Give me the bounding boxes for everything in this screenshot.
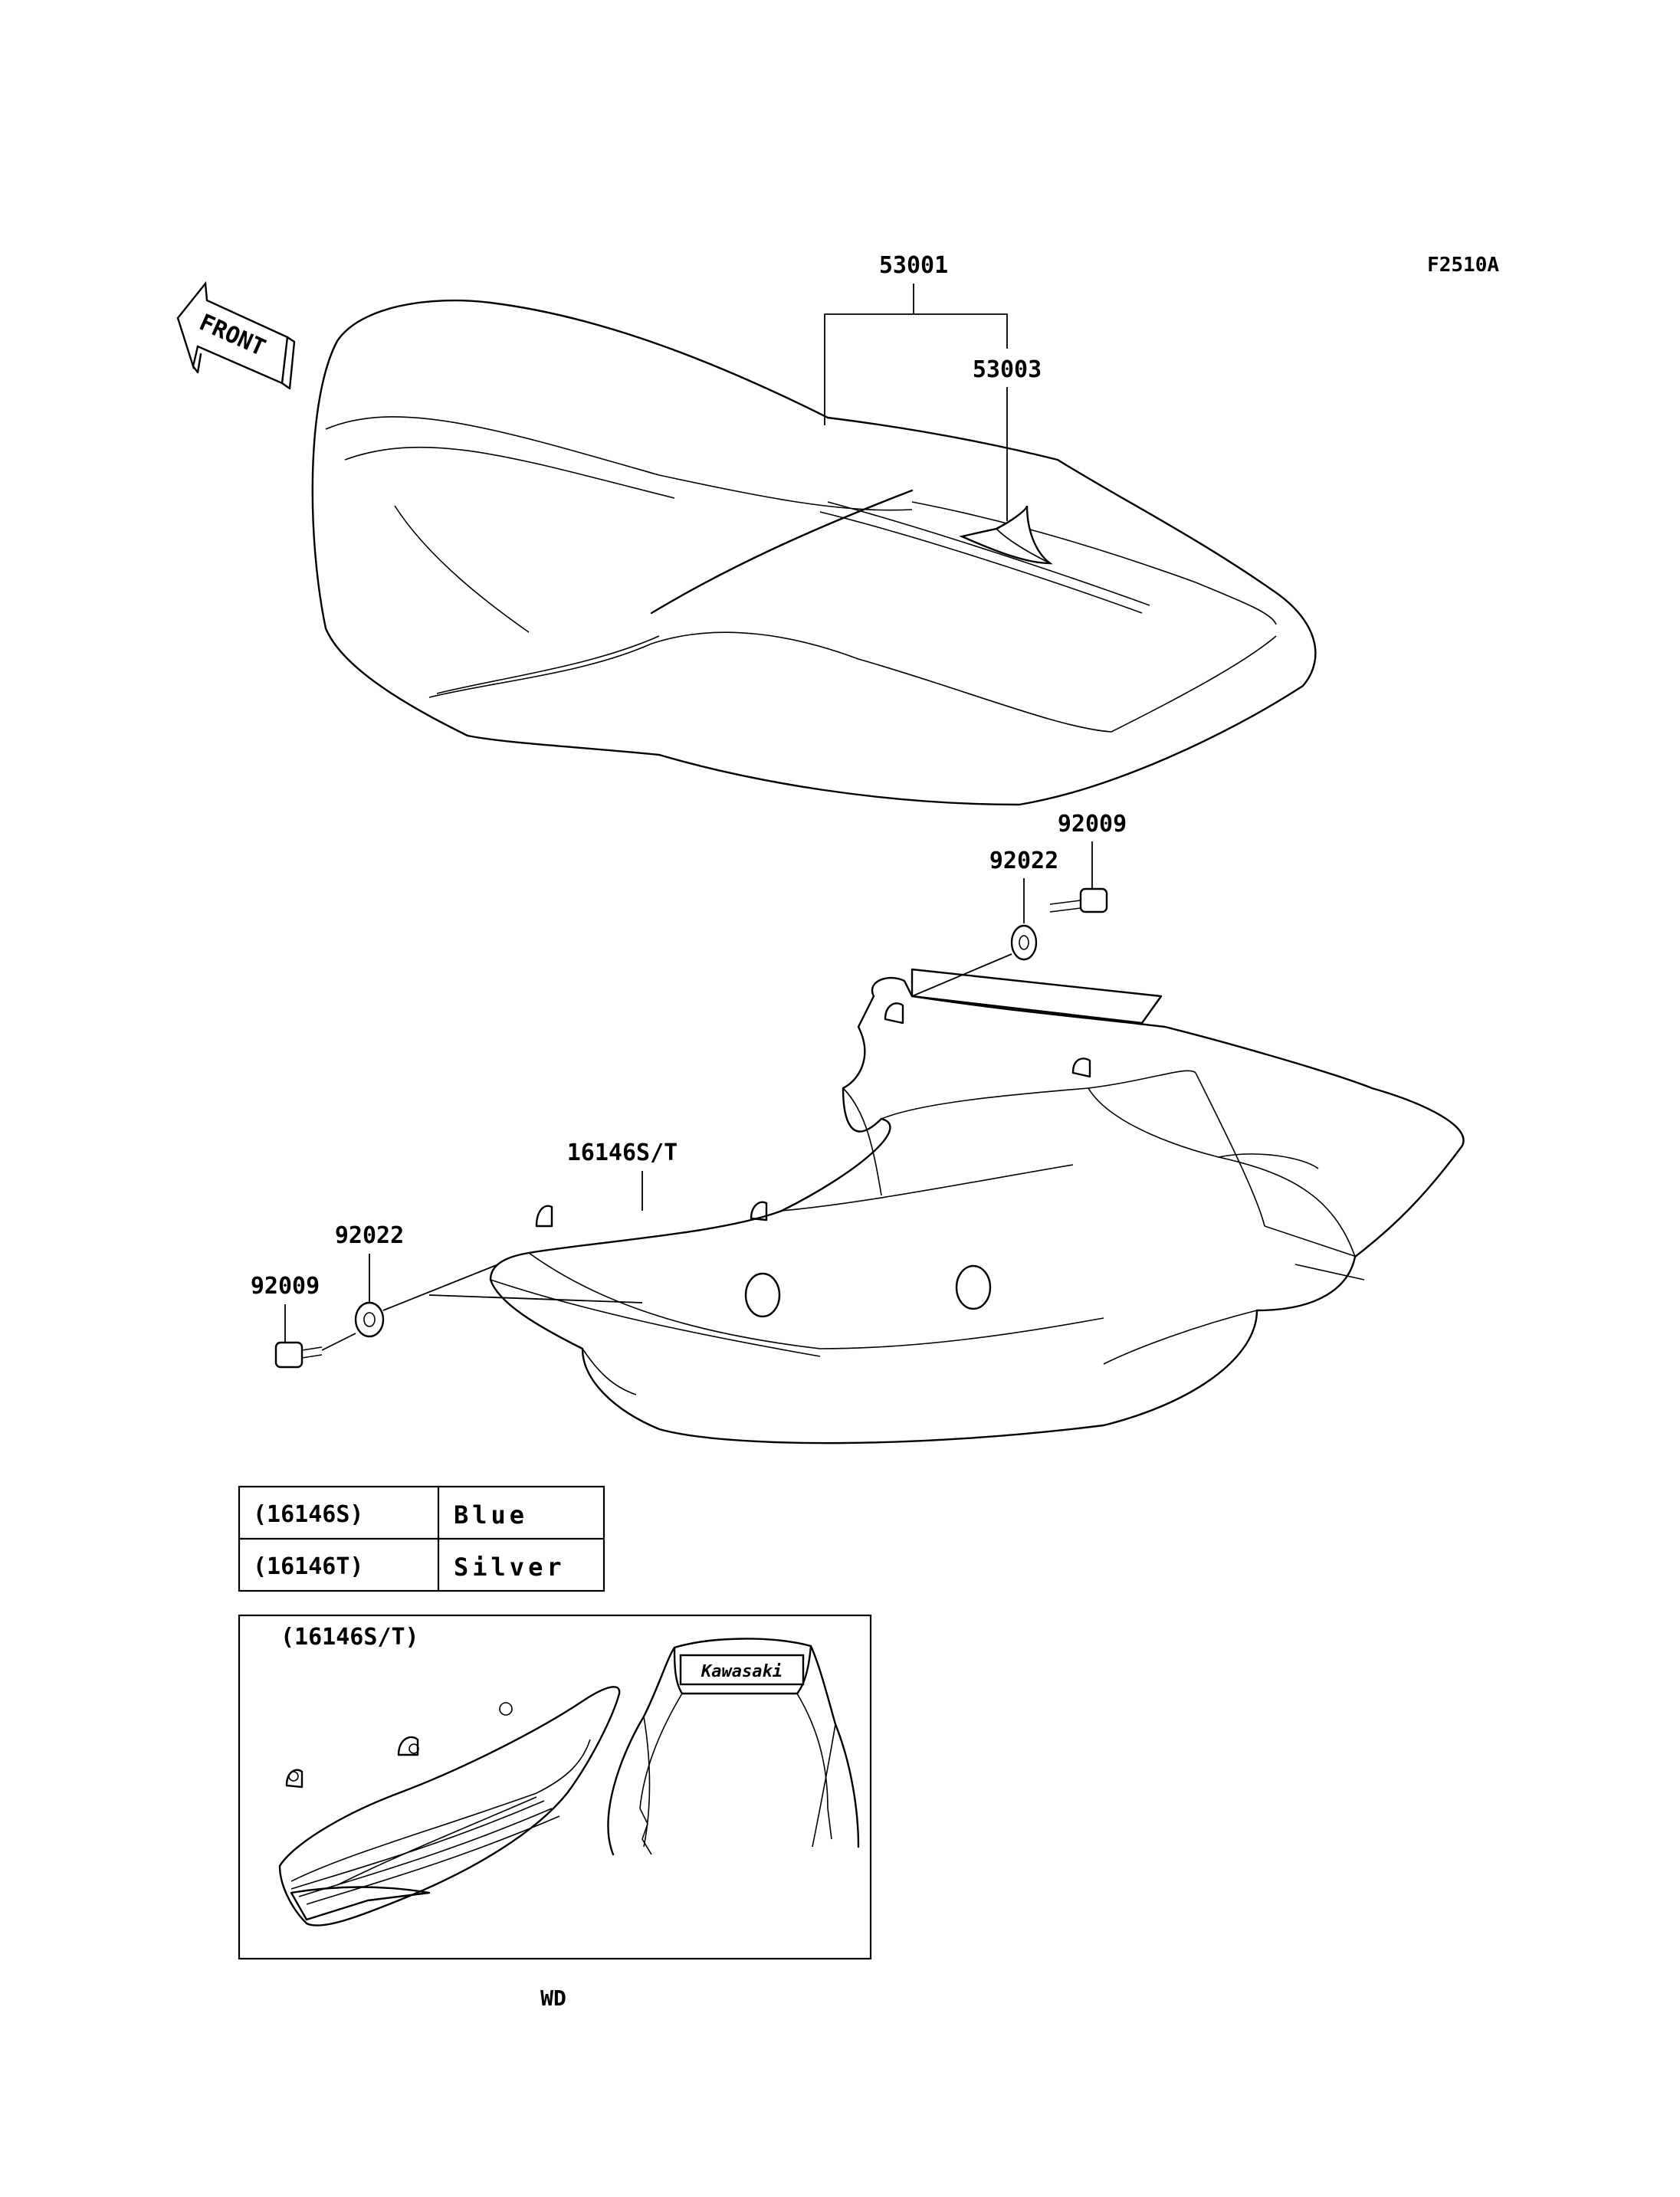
washer-left-icon — [354, 1301, 385, 1338]
inset-side-cover-drawing — [278, 1686, 621, 1926]
callout-92009-left: 92009 — [251, 1273, 320, 1300]
color-table: (16146S) Blue (16146T) Silver — [238, 1485, 605, 1592]
inset-logo-text: Kawasaki — [701, 1662, 783, 1681]
inset-label: (16146S/T) — [281, 1624, 419, 1651]
figure-code: F2510A — [1427, 254, 1499, 277]
side-cover-drawing — [489, 968, 1465, 1444]
callout-92009-right: 92009 — [1058, 811, 1127, 838]
callout-16146st: 16146S/T — [567, 1139, 678, 1166]
bolt-left-icon — [274, 1333, 356, 1369]
footer-code: WD — [540, 1985, 566, 2011]
seat-drawing — [311, 299, 1317, 806]
callout-92022-left: 92022 — [335, 1222, 404, 1249]
color-table-part-2: (16146T) — [253, 1553, 364, 1580]
callout-92022-right: 92022 — [989, 848, 1058, 874]
color-table-color-1: Blue — [454, 1500, 528, 1530]
washer-right-icon — [1010, 924, 1038, 961]
bolt-right-icon — [1049, 887, 1108, 913]
callout-53003: 53003 — [973, 356, 1042, 383]
color-table-part-1: (16146S) — [253, 1501, 364, 1528]
front-arrow-icon: FRONT — [176, 280, 296, 390]
callout-53001: 53001 — [879, 252, 948, 279]
color-table-color-2: Silver — [454, 1553, 566, 1582]
inset-box: (16146S/T) Kawasaki — [238, 1614, 872, 1960]
inset-tail-drawing: Kawasaki — [607, 1638, 860, 1856]
